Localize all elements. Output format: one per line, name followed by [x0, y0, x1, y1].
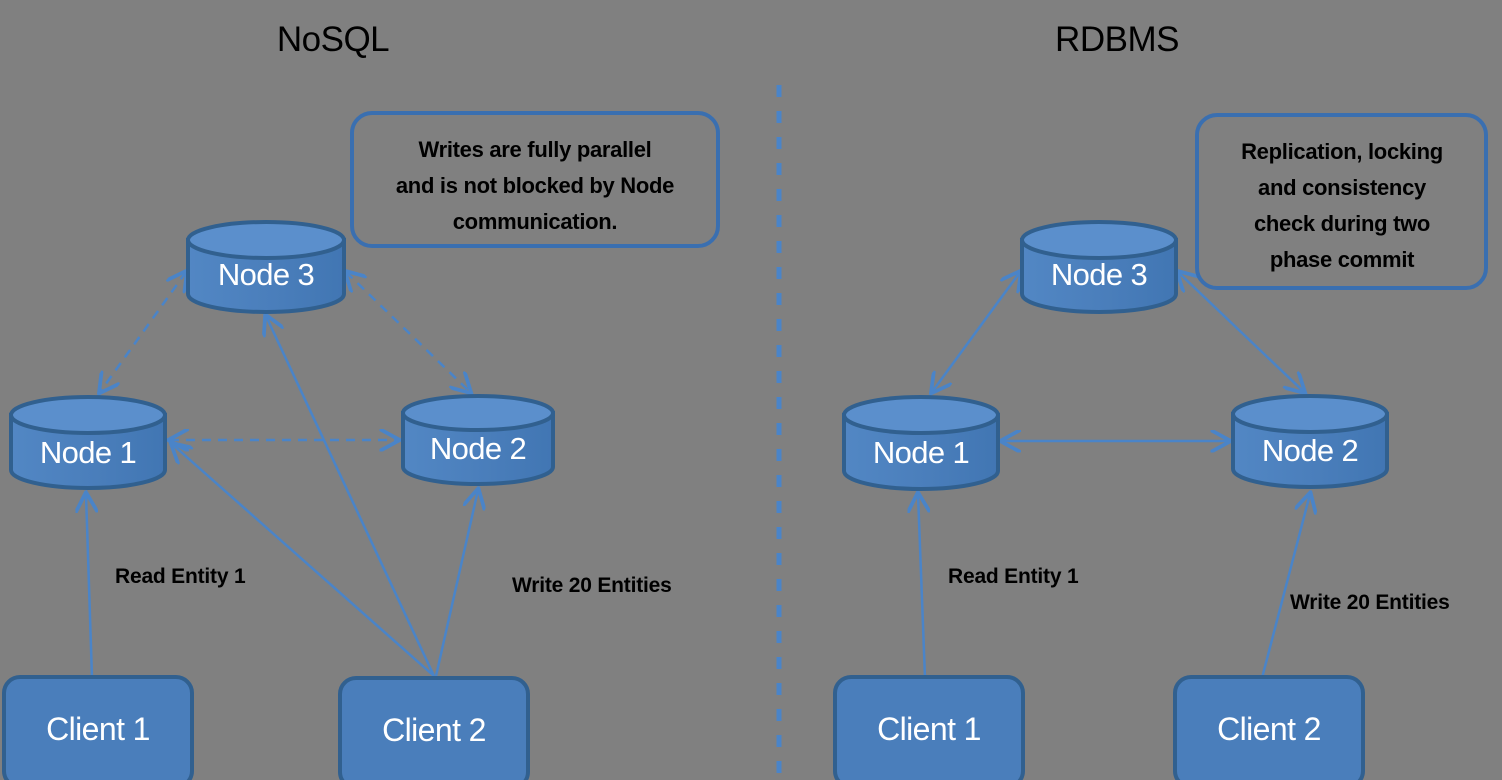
node-cylinder-node1[interactable]: Node 1 [842, 395, 1000, 491]
callout-nosql[interactable]: Writes are fully parallel and is not blo… [350, 111, 720, 248]
node-label-node1: Node 1 [40, 435, 136, 470]
edge-label-read-entity-nosql: Read Entity 1 [115, 565, 246, 588]
panel-title-nosql: NoSQL [276, 20, 390, 59]
callout-line-3: check during two [1254, 211, 1430, 236]
edge-client2-node2 [434, 490, 478, 677]
nosql-client-edges [86, 316, 478, 679]
client-label-client2: Client 2 [382, 712, 486, 748]
rdbms-client-edges [918, 494, 1310, 679]
edge-client1-node1 [918, 494, 925, 679]
client-box-client1[interactable]: Client 1 [2, 675, 194, 780]
callout-line-2: and is not blocked by Node [396, 173, 674, 198]
node-cylinder-node3[interactable]: Node 3 [186, 220, 346, 314]
edge-client2-node1 [172, 444, 435, 677]
edge-node3-node2 [1178, 272, 1304, 392]
node-cylinder-node2[interactable]: Node 2 [1231, 394, 1389, 489]
edge-client1-node1 [86, 494, 92, 679]
client-label-client1: Client 1 [46, 711, 150, 747]
edge-node3-node1 [932, 272, 1020, 392]
edge-label-read-entity-rdbms: Read Entity 1 [948, 565, 1079, 588]
edge-label-write-entities-rdbms: Write 20 Entities [1290, 591, 1450, 614]
node-label-node3: Node 3 [218, 257, 314, 292]
panel-rdbms: Node 3 Node 1 Node 2 Client 1 [833, 113, 1488, 780]
client-label-client2: Client 2 [1217, 711, 1321, 747]
panel-title-rdbms: RDBMS [1055, 20, 1179, 59]
node-label-node3: Node 3 [1051, 257, 1147, 292]
callout-rdbms[interactable]: Replication, locking and consistency che… [1195, 113, 1488, 290]
callout-line-1: Replication, locking [1241, 139, 1443, 164]
node-label-node2: Node 2 [430, 431, 526, 466]
callout-line-4: phase commit [1270, 247, 1415, 272]
node-label-node1: Node 1 [873, 435, 969, 470]
client-label-client1: Client 1 [877, 711, 981, 747]
edge-client2-node3 [266, 316, 436, 677]
nosql-replication-edges [100, 272, 470, 440]
edge-node3-node1 [100, 272, 186, 392]
node-label-node2: Node 2 [1262, 433, 1358, 468]
rdbms-replication-edges [932, 272, 1304, 441]
client-box-client2[interactable]: Client 2 [1173, 675, 1365, 780]
node-cylinder-node1[interactable]: Node 1 [9, 395, 167, 490]
callout-line-1: Writes are fully parallel [419, 137, 652, 162]
callout-line-2: and consistency [1258, 175, 1427, 200]
edge-label-write-entities-nosql: Write 20 Entities [512, 574, 672, 597]
edge-node3-node2 [346, 272, 470, 392]
client-box-client1[interactable]: Client 1 [833, 675, 1025, 780]
node-cylinder-node2[interactable]: Node 2 [401, 394, 555, 486]
callout-line-3: communication. [453, 209, 618, 234]
node-cylinder-node3[interactable]: Node 3 [1020, 220, 1178, 314]
edge-client2-node2 [1260, 494, 1310, 679]
client-box-client2[interactable]: Client 2 [338, 676, 530, 780]
panel-nosql: Node 3 Node 1 Node 2 Client 1 [2, 111, 720, 780]
